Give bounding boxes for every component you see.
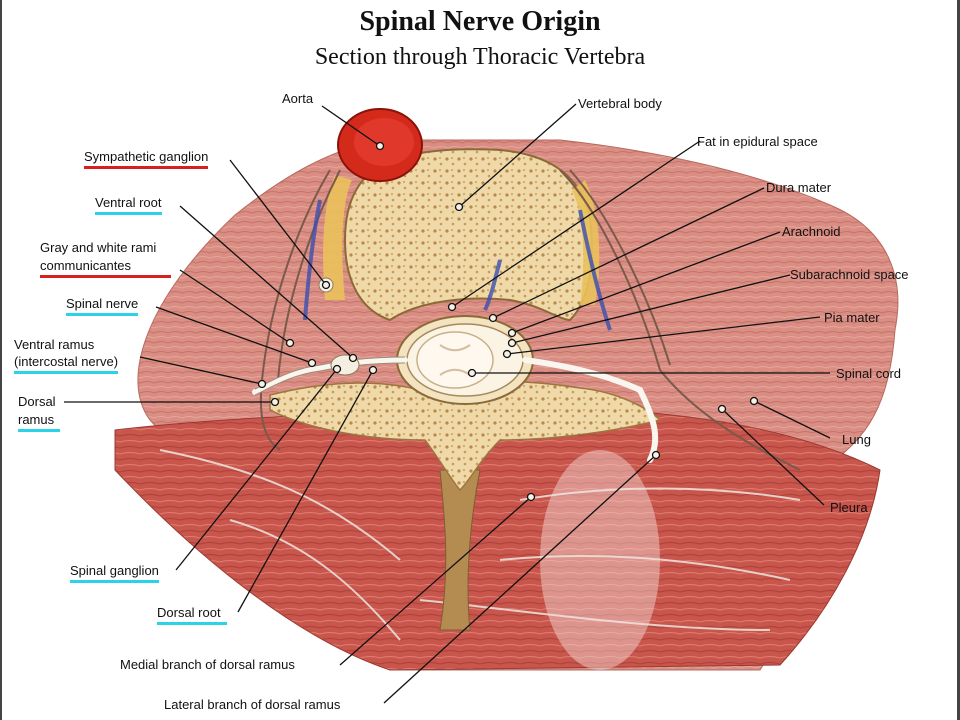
spinous-process [439,469,481,631]
nerve-outlines [254,356,406,396]
label-subarachnoid: Subarachnoid space [790,267,909,282]
spinal-cord-shape [416,331,494,389]
marker-dots [257,141,759,502]
vertebral-body [343,148,593,322]
label-ventral-ramus-line2: (intercostal nerve) [14,354,119,374]
leader-lines [64,103,831,704]
label-dorsal-ramus-line2: ramus [18,412,61,432]
label-dorsal-ramus-line1: Dorsal [18,394,56,409]
label-spinal-nerve: Spinal nerve [66,296,139,316]
label-spinal-ganglion: Spinal ganglion [70,563,159,583]
label-ventral-ramus-line1: Ventral ramus [14,337,95,352]
label-dura-mater: Dura mater [766,180,832,195]
pleura-lines [259,169,801,471]
label-aorta: Aorta [282,91,314,106]
label-arachnoid: Arachnoid [782,224,841,239]
diagram-subtitle: Section through Thoracic Vertebra [314,44,646,70]
diagram-title: Spinal Nerve Origin [359,6,601,37]
label-rami-line2: communicantes [40,258,172,278]
label-lung: Lung [842,432,871,447]
label-spinal-cord: Spinal cord [836,366,902,381]
label-vertebral-body: Vertebral body [578,96,662,111]
lung-overlay [540,450,660,670]
fat-tissue [323,175,352,300]
label-rami-line1: Gray and white rami [40,240,157,255]
label-medial-branch: Medial branch of dorsal ramus [120,657,295,672]
label-dorsal-root: Dorsal root [157,605,227,625]
label-pia-mater: Pia mater [824,310,880,325]
label-lateral-branch: Lateral branch of dorsal ramus [164,697,341,712]
label-pleura: Pleura [830,500,868,515]
label-ventral-root: Ventral root [95,195,162,215]
left-border [0,0,2,720]
label-sympathetic-ganglion: Sympathetic ganglion [84,149,209,169]
right-border [957,0,960,720]
label-fat-epidural: Fat in epidural space [697,134,818,149]
